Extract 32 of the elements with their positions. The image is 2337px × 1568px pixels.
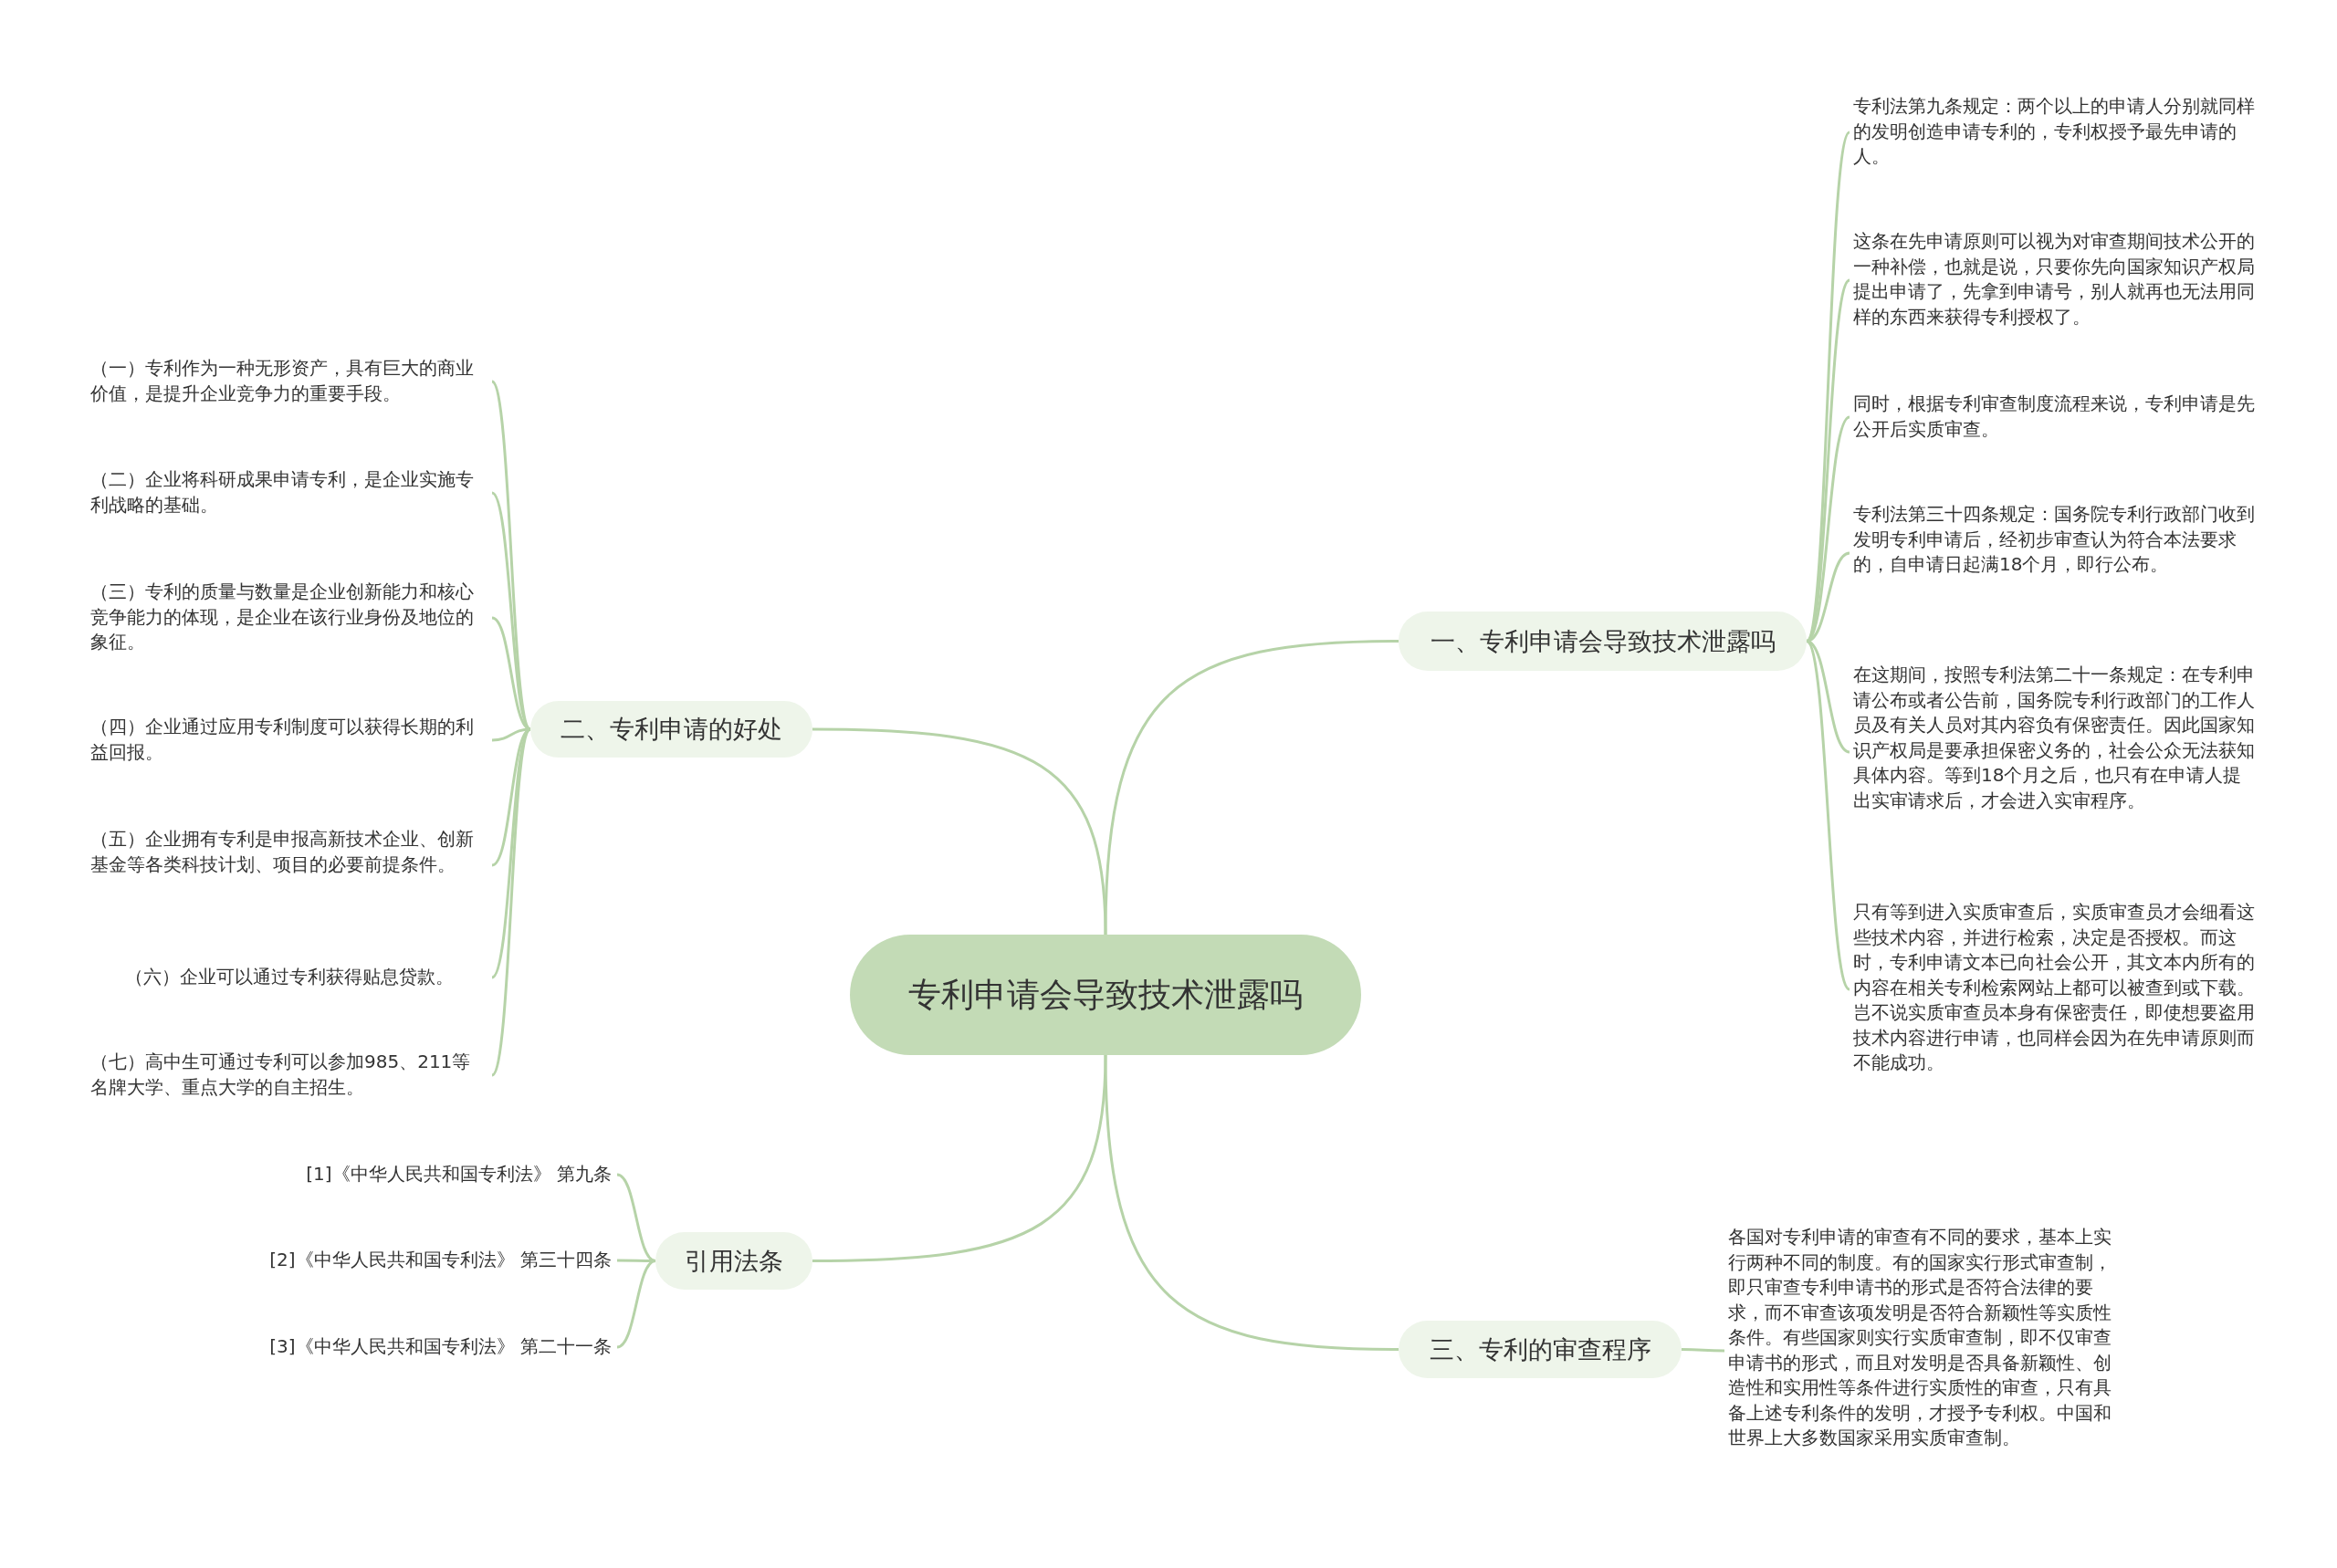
connector-line (812, 1054, 1107, 1262)
note-text: 只有等到进入实质审查后，实质审查员才会细看这些技术内容，并进行检索，决定是否授权。而这时，专利申请文本已向社会公开，其文本内所有的内容在相关专利检索网站上都可以被查到或下载。岂不说实质审查员本身有保密责任，即使想要盗用技术内容进行申请，也同样会因为在先申请原则而不能成功。 (1853, 900, 2255, 1079)
note-text: （五）企业拥有专利是申报高新技术企业、创新基金等各类科技计划、项目的必要前提条件。 (90, 827, 488, 904)
note-text: 专利法第三十四条规定：国务院专利行政部门收到发明专利申请后，经初步审查认为符合本法要求的，自申请日起满18个月，即行公布。 (1853, 502, 2255, 604)
note-text: 在这期间，按照专利法第二十一条规定：在专利申请公布或者公告前，国务院专利行政部门的工作人员及有关人员对其内容负有保密责任。因此国家知识产权局是要承担保密义务的，社会公众无法获知具体内容。等到18个月之后，也只有在申请人提出实审请求后，才会进入实审程序。 (1853, 663, 2255, 841)
central-topic-box: 专利申请会导致技术泄露吗 (850, 935, 1361, 1055)
connector-line (1104, 640, 1399, 936)
note-text: （六）企业可以通过专利获得贴息贷款。 (90, 965, 488, 990)
note-text: （三）专利的质量与数量是企业创新能力和核心竞争能力的体现，是企业在该行业身份及地位的象征。 (90, 580, 488, 656)
note-text: 同时，根据专利审查制度流程来说，专利申请是先公开后实质审查。 (1853, 392, 2255, 443)
note-text: （二）企业将科研成果申请专利，是企业实施专利战略的基础。 (90, 467, 488, 518)
connector-line (616, 1173, 656, 1262)
note-text: [1]《中华人民共和国专利法》 第九条 (219, 1162, 612, 1187)
branch-topic-box: 三、专利的审查程序 (1399, 1321, 1682, 1378)
note-text: （一）专利作为一种无形资产，具有巨大的商业价值，是提升企业竞争力的重要手段。 (90, 356, 488, 407)
connector-line (1104, 1054, 1399, 1351)
note-text: 这条在先申请原则可以视为对审查期间技术公开的一种补偿，也就是说，只要你先向国家知识产权局提出申请了，先拿到申请号，别人就再也无法用同样的东西来获得专利授权了。 (1853, 229, 2255, 331)
connector-line (1805, 640, 1851, 990)
connector-line (812, 727, 1107, 936)
connector-line (490, 728, 532, 1076)
note-text: 专利法第九条规定：两个以上的申请人分别就同样的发明创造申请专利的，专利权授予最先申请的人。 (1853, 94, 2255, 171)
note-text: 各国对专利申请的审查有不同的要求，基本上实行两种不同的制度。有的国家实行形式审查制，即只审查专利申请书的形式是否符合法律的要求，而不审查该项发明是否符合新颖性等实质性条件。有些国家则实行实质审查制，即不仅审查申请书的形式，而且对发明是否具备新颖性、创造性和实用性等条件进行实质性的审查，只有具备上述专利条件的发明，才授予专利权。中国和世界上大多数国家采用实质审查制。 (1728, 1225, 2122, 1477)
branch-topic-box: 二、专利申请的好处 (530, 701, 812, 758)
note-text: [3]《中华人民共和国专利法》 第二十一条 (219, 1334, 612, 1360)
connector-line (490, 381, 532, 730)
note-text: （七）高中生可通过专利可以参加985、211等名牌大学、重点大学的自主招生。 (90, 1050, 488, 1101)
branch-topic-box: 引用法条 (655, 1232, 812, 1290)
connector-line (616, 1260, 656, 1349)
note-text: [2]《中华人民共和国专利法》 第三十四条 (219, 1248, 612, 1273)
branch-topic-box: 一、专利申请会导致技术泄露吗 (1399, 612, 1807, 671)
note-text: （四）企业通过应用专利制度可以获得长期的利益回报。 (90, 715, 488, 766)
connector-line (1682, 1348, 1724, 1353)
